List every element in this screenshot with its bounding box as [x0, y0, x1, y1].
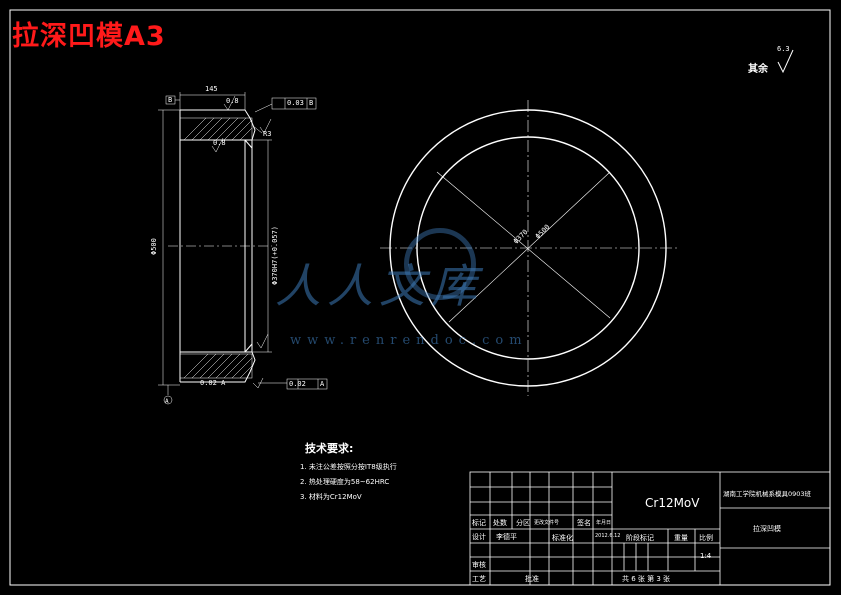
- datum-a-label: A: [165, 398, 169, 405]
- sheet-border: [9, 9, 831, 586]
- tb-process-label: 工艺: [472, 575, 486, 583]
- tb-school: 湖南工学院机械系模具0903班: [723, 490, 812, 498]
- tb-scale: 1:4: [700, 552, 712, 560]
- section-view: [168, 109, 272, 383]
- tech-req-item-2: 2. 热处理硬度为58~62HRC: [300, 478, 390, 486]
- tb-stage-label: 阶段标记: [626, 534, 654, 542]
- tb-row-label-5: 年月日: [596, 520, 612, 526]
- tech-req-item-1: 1. 未注公差按照分按IT8级执行: [300, 463, 397, 471]
- general-roughness-label: 其余: [748, 64, 768, 75]
- watermark-text: 人人文库: [275, 259, 483, 313]
- dim-line-1: [436, 171, 611, 319]
- tb-standard-label: 标准化: [552, 534, 573, 542]
- dim-inner-diameter: Φ370H7(+0.057): [271, 225, 279, 285]
- tb-row-label-1: 处数: [493, 519, 507, 527]
- bottom-note: 0.02 A: [200, 379, 226, 387]
- datum-b-label: B: [168, 96, 173, 104]
- tb-approve-label: 批准: [525, 575, 539, 583]
- hatch-bottom: [179, 353, 253, 379]
- section-dim-lines: [158, 92, 328, 405]
- general-roughness-symbol: [777, 49, 794, 74]
- plan-view: [380, 100, 680, 396]
- runout-value: 0.02: [289, 380, 306, 388]
- watermark-url: www.renrendoc.com: [290, 333, 528, 348]
- tb-review-label: 审核: [472, 561, 486, 569]
- radius-label: R3: [263, 130, 272, 138]
- tb-row-label-0: 标记: [472, 519, 486, 527]
- tb-row-label-4: 签名: [577, 519, 591, 527]
- datum-a-ref: A: [320, 380, 325, 388]
- tb-row-label-3: 更改文件号: [534, 520, 560, 526]
- tb-designer: 李德平: [496, 533, 517, 541]
- title-block: [469, 471, 831, 586]
- tb-row-label-2: 分区: [516, 519, 530, 527]
- tb-weight-label: 重量: [674, 534, 688, 542]
- tb-material: Cr12MoV: [645, 496, 700, 510]
- tb-designer-label: 设计: [472, 533, 486, 541]
- flatness-value: 0.03: [287, 99, 304, 107]
- tb-part-name: 拉深凹模: [753, 525, 781, 533]
- dim-width-top: 145: [205, 85, 218, 93]
- tb-scale-label: 比例: [699, 534, 713, 542]
- tech-req-item-3: 3. 材料为Cr12MoV: [300, 493, 362, 501]
- datum-b-ref: B: [309, 99, 314, 107]
- tb-date: 2012.6.12: [595, 533, 621, 539]
- dim-line-2: [448, 171, 611, 323]
- general-roughness-value: 6.3: [777, 45, 790, 53]
- roughness-top: 0.8: [226, 97, 239, 105]
- hatch-top: [179, 117, 253, 141]
- tb-sheet-info: 共 6 张 第 3 张: [622, 575, 671, 583]
- dim-outer-height: Φ500: [150, 238, 158, 255]
- drawing-title: 拉深凹模A3: [12, 21, 166, 52]
- roughness-side: 0.8: [213, 139, 226, 147]
- tech-req-heading: 技术要求:: [305, 442, 354, 455]
- watermark-logo-icon: [404, 228, 476, 300]
